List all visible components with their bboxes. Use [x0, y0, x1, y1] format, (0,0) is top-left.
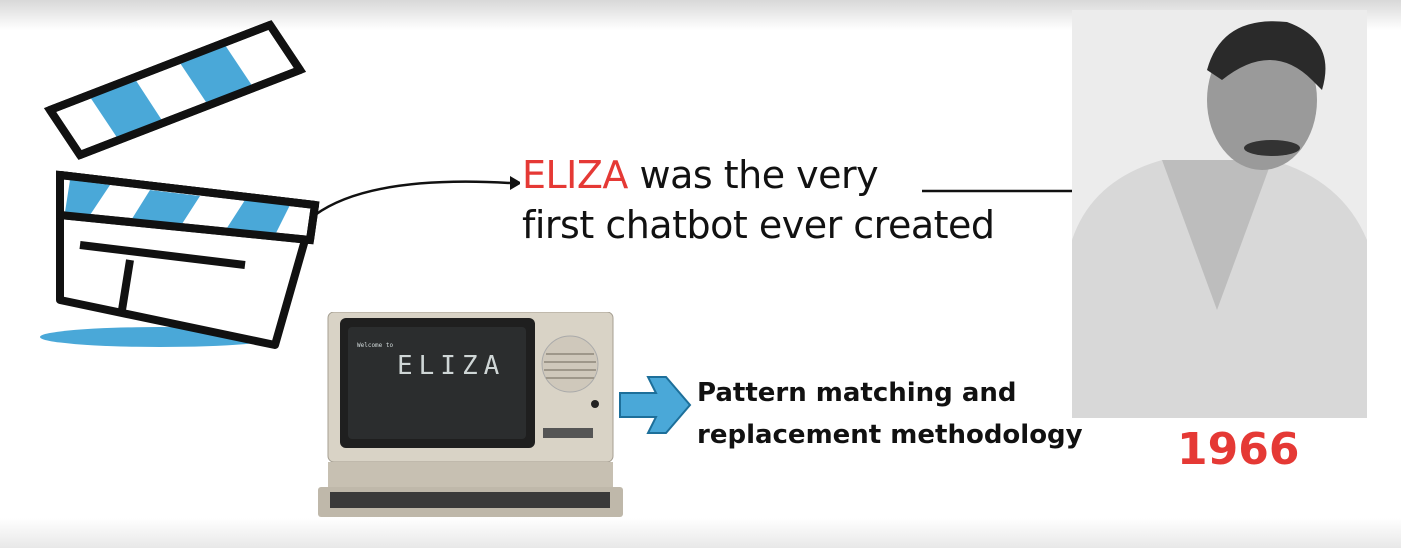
terminal-welcome: Welcome to — [357, 342, 394, 349]
portrait-photo — [1072, 10, 1367, 418]
headline: ELIZA was the very first chatbot ever cr… — [522, 150, 995, 250]
methodology-text: Pattern matching and replacement methodo… — [697, 372, 1083, 456]
clapperboard-icon — [40, 20, 320, 349]
headline-line1: was the very — [627, 153, 879, 197]
video-bottom-shade — [0, 518, 1401, 548]
headline-line2: first chatbot ever created — [522, 203, 995, 247]
retro-computer-terminal — [318, 312, 623, 517]
curved-arrow — [314, 176, 520, 217]
blue-arrow-icon — [619, 376, 692, 434]
method-line2: replacement methodology — [697, 420, 1083, 450]
method-line1: Pattern matching and — [697, 378, 1017, 408]
eliza-highlight: ELIZA — [522, 153, 628, 197]
terminal-screen: Welcome to ELIZA — [357, 342, 507, 381]
year-label: 1966 — [1177, 424, 1300, 475]
terminal-title: ELIZA — [397, 351, 506, 381]
